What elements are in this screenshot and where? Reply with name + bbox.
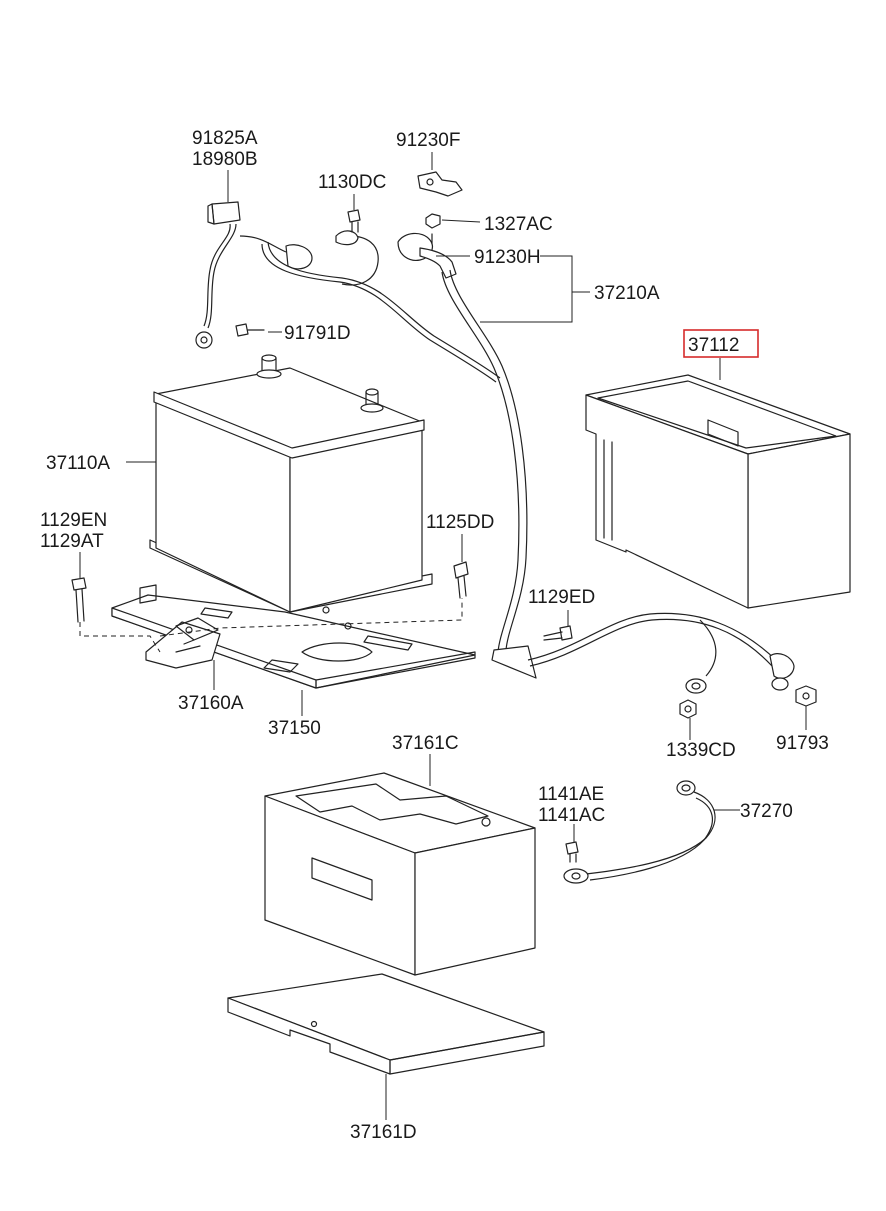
part-labels: 91825A 18980B 91230F 1130DC 1327AC 91230… (40, 128, 829, 1143)
label-1125dd[interactable]: 1125DD (426, 512, 494, 533)
label-37270[interactable]: 37270 (740, 801, 793, 822)
nut-91793[interactable] (795, 685, 817, 707)
battery-box[interactable] (585, 374, 851, 609)
label-1129ed[interactable]: 1129ED (528, 587, 595, 608)
label-1141ac[interactable]: 1141AC (538, 805, 605, 826)
cover-plate[interactable] (227, 973, 545, 1075)
bolt-1129en[interactable] (71, 577, 87, 623)
label-1327ac[interactable]: 1327AC (484, 214, 553, 235)
bolt-91791d[interactable] (235, 323, 265, 337)
label-37160a[interactable]: 37160A (178, 693, 244, 714)
label-1339cd[interactable]: 1339CD (666, 740, 736, 761)
label-1129at[interactable]: 1129AT (40, 531, 104, 552)
bolt-1129ed[interactable] (543, 625, 573, 641)
nut-1339cd[interactable] (679, 699, 697, 719)
label-91791d[interactable]: 91791D (284, 323, 351, 344)
clip-91230f[interactable] (417, 171, 463, 197)
label-37112[interactable]: 37112 (688, 335, 739, 356)
label-37161c[interactable]: 37161C (392, 733, 459, 754)
label-91230h[interactable]: 91230H (474, 247, 541, 268)
bolt-1130dc[interactable] (347, 209, 361, 233)
label-18980b[interactable]: 18980B (192, 149, 258, 170)
label-37161d[interactable]: 37161D (350, 1122, 417, 1143)
battery[interactable] (149, 354, 433, 613)
bolt-1141ae[interactable] (565, 841, 579, 863)
battery-tray[interactable] (111, 584, 476, 689)
highlight-box (683, 329, 759, 358)
label-1141ae[interactable]: 1141AE (538, 784, 604, 805)
nut-1327ac[interactable] (425, 213, 441, 245)
label-37210a[interactable]: 37210A (594, 283, 660, 304)
ground-cable-37270[interactable] (563, 780, 716, 884)
bolt-1125dd[interactable] (453, 561, 469, 599)
label-37150[interactable]: 37150 (268, 718, 321, 739)
label-91230f[interactable]: 91230F (396, 130, 460, 151)
label-1130dc[interactable]: 1130DC (318, 172, 386, 193)
leader-lines (79, 152, 807, 1120)
label-91825a[interactable]: 91825A (192, 128, 258, 149)
label-1129en[interactable]: 1129EN (40, 510, 107, 531)
battery-cover[interactable] (264, 772, 536, 976)
battery-cable-assembly[interactable] (195, 201, 795, 694)
label-91793[interactable]: 91793 (776, 733, 829, 754)
label-37110a[interactable]: 37110A (46, 453, 110, 474)
